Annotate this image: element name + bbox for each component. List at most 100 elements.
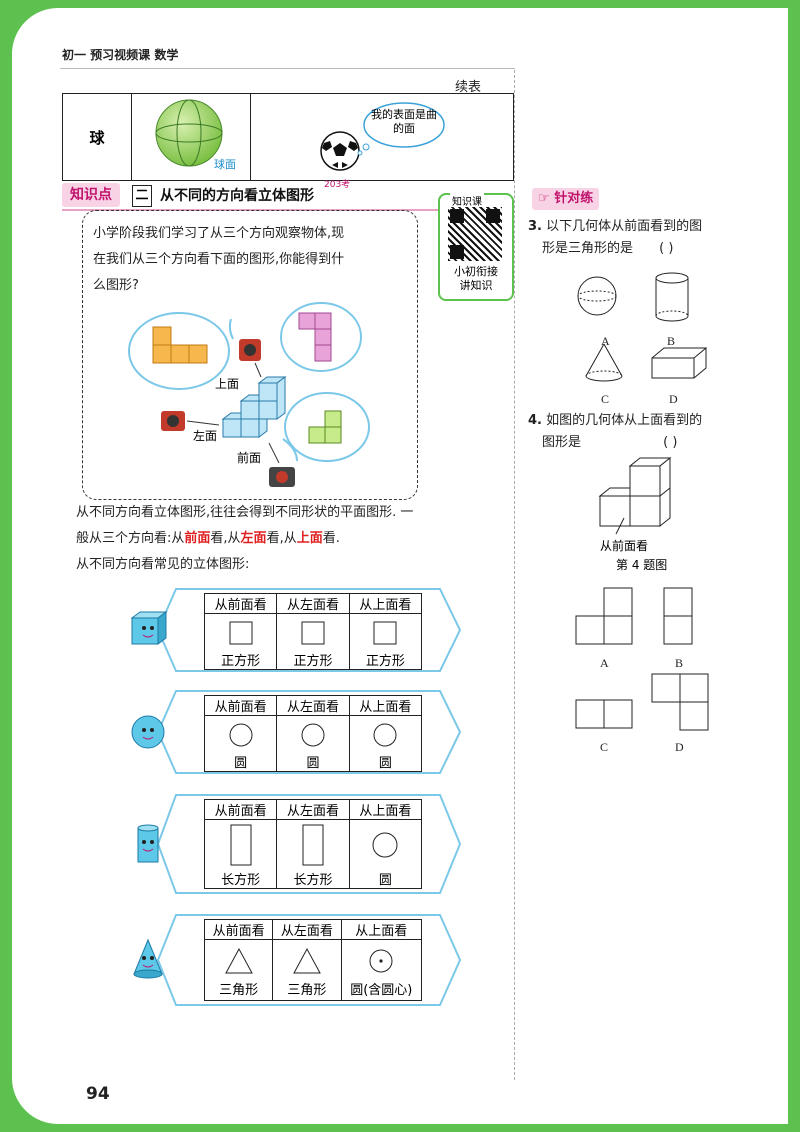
q4-opt-d[interactable]: D [675,740,684,754]
q3-opt-a[interactable]: A [601,334,610,348]
camera-front-icon [269,467,295,487]
q4-line1: 如图的几何体从上面看到的 [546,413,703,428]
qr-card[interactable]: 知识课 小初衔接 讲知识 [438,193,514,301]
question-4: 4. 如图的几何体从上面看到的 图形是 ( ) [528,410,738,454]
view-shape [230,824,252,865]
view-shape [301,621,325,645]
view-shape-label: 圆 [306,756,320,771]
speech-bubble-text: 我的表面是曲的面 [371,108,437,135]
view-cell: 长方形 [203,819,278,889]
q3-shapes [577,272,708,382]
q4-opt-a[interactable]: A [600,656,609,670]
view-table: 从前面看从左面看从上面看圆圆圆 [203,695,423,772]
view-header-cell: 从上面看 [340,919,423,940]
intro-line1: 小学阶段我们学习了从三个方向观察物体,现 [93,226,345,241]
q3-opt-d[interactable]: D [669,392,678,406]
body-line2-e: 看,从 [266,531,297,546]
view-table: 从前面看从左面看从上面看三角形三角形圆(含圆心) [203,919,423,1001]
knowledge-title: 从不同的方向看立体图形 [160,188,314,204]
view-shape [373,723,397,747]
view-cell: 正方形 [348,613,423,670]
view-header-cell: 从上面看 [348,593,423,614]
body-text: 从不同方向看立体图形,往往会得到不同形状的平面图形. 一 般从三个方向看:从前面… [76,500,516,578]
header-title: 初一 预习视频课 数学 [62,48,179,62]
view-shape [372,832,398,857]
q3-answer-blank[interactable]: ( ) [659,241,674,256]
view-shape-label: 三角形 [287,982,327,998]
intro-line3: 么图形? [93,278,139,293]
view-shape-label: 正方形 [221,654,261,669]
header-rule [60,68,515,69]
qr-code-icon[interactable] [448,207,502,261]
view-shape-label: 圆 [234,756,248,771]
viewing-diagram [128,302,370,487]
view-shape [293,947,321,973]
q3-opt-c[interactable]: C [601,392,610,406]
dir-top-label: 上面 [215,377,240,391]
q3-number: 3. [528,219,542,234]
view-shape [302,824,324,865]
view-cell: 正方形 [203,613,278,670]
view-header-cell: 从左面看 [276,695,350,716]
q4-opt-c-shape [575,699,633,729]
view-shape [369,949,393,972]
practice-badge-label: 针对练 [554,191,594,206]
knowledge-heading: 知识点 二 从不同的方向看立体图形 203考 [62,180,482,211]
q4-opt-a-shape [575,587,633,645]
camera-top-icon [239,339,261,361]
dir-left-label: 左面 [193,429,218,443]
body-line2: 般从三个方向看:从前面看,从左面看,从上面看. [76,526,516,552]
q3-opt-b[interactable]: B [667,334,676,348]
q4-opt-c[interactable]: C [600,740,609,754]
cylinder-mascot-icon [137,824,159,863]
view-cell: 圆 [348,819,423,889]
view-panel: 从前面看从左面看从上面看长方形长方形圆 [132,794,462,894]
view-cell: 圆 [276,715,350,772]
view-table: 从前面看从左面看从上面看正方形正方形正方形 [203,593,423,670]
sphere-example-cell: 我的表面是曲的面 [250,93,514,181]
view-shape [373,621,397,645]
q4-line2: 图形是 [542,435,582,450]
q3-cylinder-icon [655,272,689,322]
view-cell: 圆 [203,715,278,772]
body-front-highlight: 前面 [184,531,211,546]
view-header-cell: 从前面看 [203,799,278,820]
q4-solid-figure [598,456,672,535]
body-line2-g: 看. [322,531,340,546]
intro-line2: 在我们从三个方向看下面的图形,你能得到什 [93,252,345,267]
intro-box: 小学阶段我们学习了从三个方向观察物体,现 在我们从三个方向看下面的图形,你能得到… [82,210,418,500]
body-line1: 从不同方向看立体图形,往往会得到不同形状的平面图形. 一 [76,505,414,520]
body-line2-c: 看,从 [210,531,241,546]
body-left-highlight: 左面 [240,531,267,546]
left-view-shape [308,410,342,444]
knowledge-badge: 知识点 [62,183,120,207]
q4-caption: 第 4 题图 [616,558,668,572]
body-top-highlight: 上面 [296,531,323,546]
continued-label: 续表 [455,80,482,95]
view-cell: 正方形 [276,613,350,670]
q3-line1: 以下几何体从前面看到的图 [546,219,703,234]
qr-caption: 小初衔接 讲知识 [446,265,506,293]
view-header-cell: 从前面看 [203,695,278,716]
sphere-name: 球 [62,93,132,181]
q4-front-label: 从前面看 [600,539,649,553]
view-shape-label: 长方形 [221,872,261,888]
cube-mascot-icon [130,611,168,645]
view-shape-label: 圆(含圆心) [350,982,413,998]
q3-sphere-icon [577,276,617,316]
front-view-shape [152,326,208,364]
view-shape-label: 长方形 [293,872,333,888]
q4-opt-b[interactable]: B [675,656,684,670]
q4-opt-b-shape [663,587,693,645]
q4-answer-blank[interactable]: ( ) [663,435,678,450]
view-header-cell: 从左面看 [272,919,342,940]
q3-cone-icon [585,343,623,382]
q4-options [575,587,709,731]
sphere-table: 球 球面 [62,93,514,181]
view-panel: 从前面看从左面看从上面看正方形正方形正方形 [130,588,462,672]
column-divider [514,70,515,1080]
view-shape [301,723,325,747]
view-header-cell: 从左面看 [276,593,350,614]
view-shape-label: 正方形 [293,654,333,669]
view-header-cell: 从上面看 [348,695,423,716]
